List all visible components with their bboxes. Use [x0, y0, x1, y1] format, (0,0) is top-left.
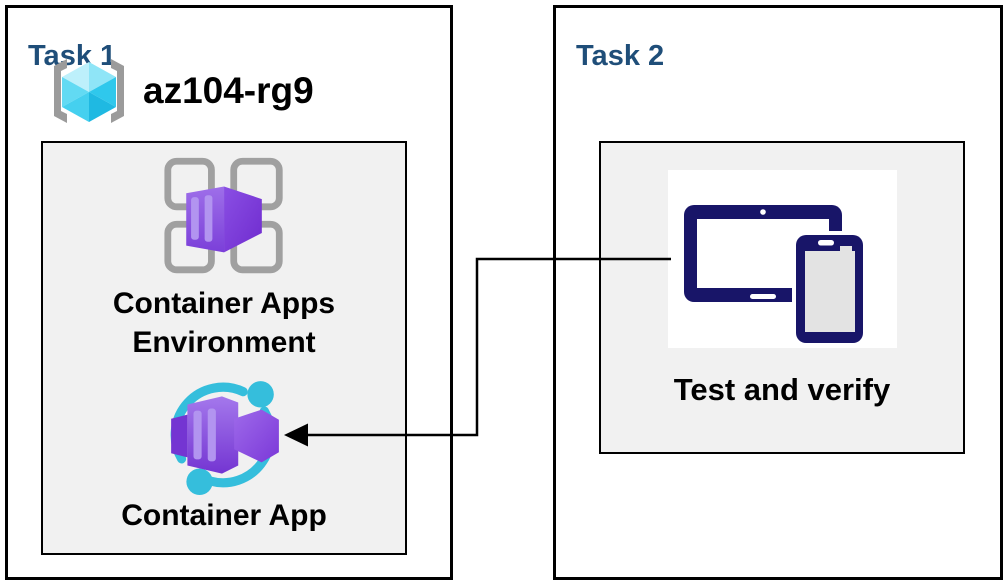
tablet-camera [760, 209, 766, 215]
environment-label: Container Apps Environment [112, 287, 336, 359]
devices-icon-plate [668, 170, 897, 348]
container-stripe [191, 197, 199, 240]
task2-title: Task 2 [576, 40, 665, 73]
orbit-dot [247, 381, 274, 408]
resource-group-row: az104-rg9 [49, 56, 314, 126]
container-right-box [234, 409, 279, 463]
cube-face [89, 62, 116, 92]
tablet-home-bar [750, 294, 776, 299]
cube-face [89, 77, 116, 107]
container-stripe [207, 408, 216, 462]
task1-panel: Container Apps Environment [41, 141, 407, 555]
resource-group-name: az104-rg9 [143, 70, 314, 111]
cube-face [89, 92, 116, 122]
phone-screen-notch [840, 246, 852, 252]
task2-panel: Test and verify [599, 141, 965, 454]
container-app-label: Container App [121, 499, 327, 532]
bracket-left [54, 59, 67, 123]
cube-face [62, 62, 89, 92]
container-left-flap [171, 414, 188, 458]
bracket-right [111, 59, 124, 123]
orbit-dot [186, 468, 213, 495]
task1-box: Task 1 az104-rg9 [5, 5, 453, 580]
cube-face [62, 77, 89, 107]
phone-screen [805, 251, 855, 332]
cube-face [62, 92, 89, 122]
container-right-face [224, 186, 262, 253]
container-stripe [204, 195, 213, 242]
container-app-icon [170, 381, 279, 495]
test-and-verify-label: Test and verify [673, 372, 891, 407]
devices-icon [684, 205, 867, 347]
resource-group-icon [54, 59, 124, 123]
task2-box: Task 2 Test and verify [553, 5, 1003, 580]
container-apps-environment-icon [164, 157, 283, 274]
container-stripe [193, 410, 202, 460]
task1-title: Task 1 [28, 40, 117, 73]
phone-earpiece [818, 240, 834, 246]
